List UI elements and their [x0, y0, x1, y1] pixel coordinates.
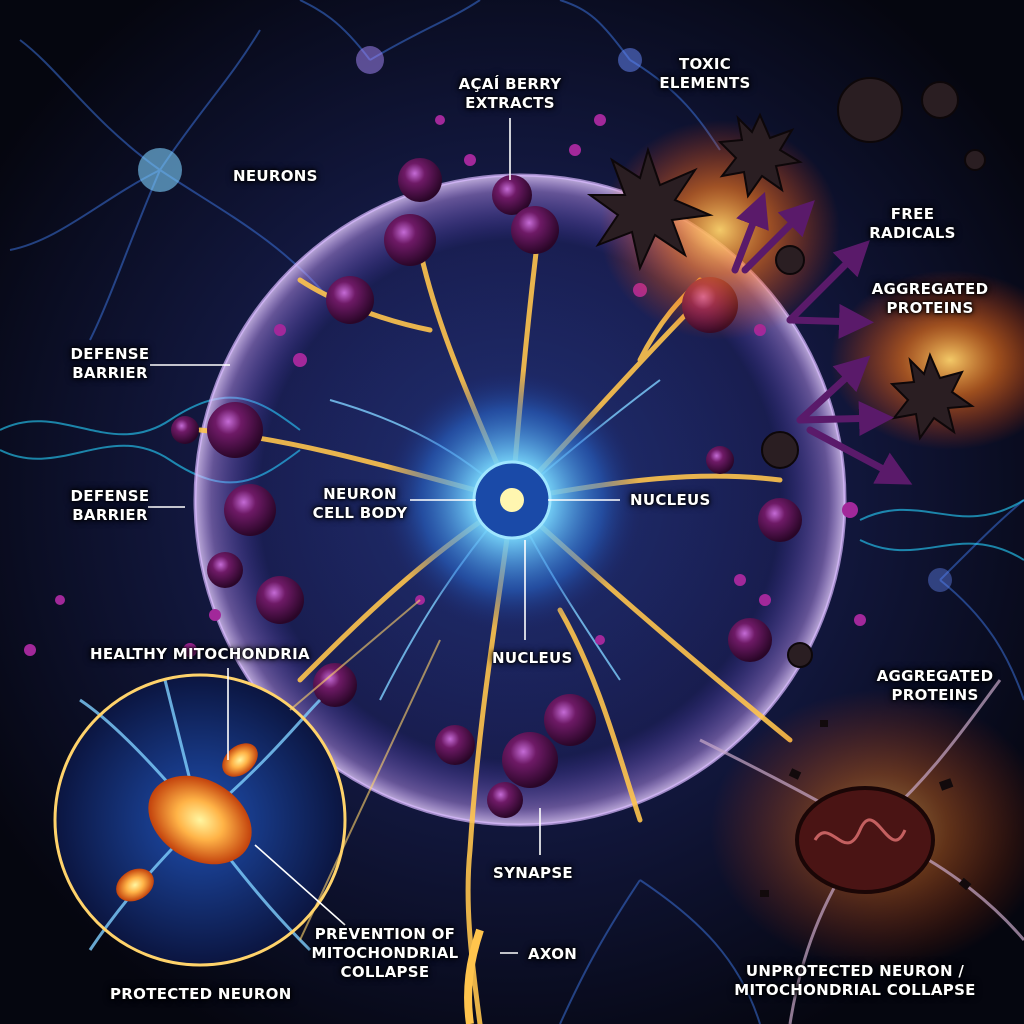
- label-nucleus-center: NUCLEUS: [492, 649, 573, 667]
- label-defense-barrier-top: DEFENSE BARRIER: [70, 345, 150, 382]
- label-aggregated-proteins-bottom: AGGREGATED PROTEINS: [876, 667, 994, 704]
- label-acai-berry-extracts: AÇAÍ BERRY EXTRACTS: [458, 75, 562, 112]
- label-aggregated-proteins-top: AGGREGATED PROTEINS: [871, 280, 989, 317]
- label-unprotected-neuron: UNPROTECTED NEURON / MITOCHONDRIAL COLLA…: [734, 962, 976, 999]
- label-neurons: NEURONS: [233, 167, 318, 185]
- label-neuron-cell-body: NEURON CELL BODY: [312, 485, 408, 522]
- label-prevention-of-mitochondrial-collapse: PREVENTION OF MITOCHONDRIAL COLLAPSE: [311, 925, 459, 981]
- label-free-radicals: FREE RADICALS: [869, 205, 956, 242]
- label-protected-neuron: PROTECTED NEURON: [110, 985, 292, 1003]
- label-synapse: SYNAPSE: [493, 864, 573, 882]
- label-defense-barrier-bottom: DEFENSE BARRIER: [70, 487, 150, 524]
- label-toxic-elements: TOXIC ELEMENTS: [659, 55, 751, 92]
- label-nucleus-right: NUCLEUS: [630, 491, 711, 509]
- label-healthy-mitochondria: HEALTHY MITOCHONDRIA: [90, 645, 310, 663]
- label-axon: AXON: [528, 945, 578, 963]
